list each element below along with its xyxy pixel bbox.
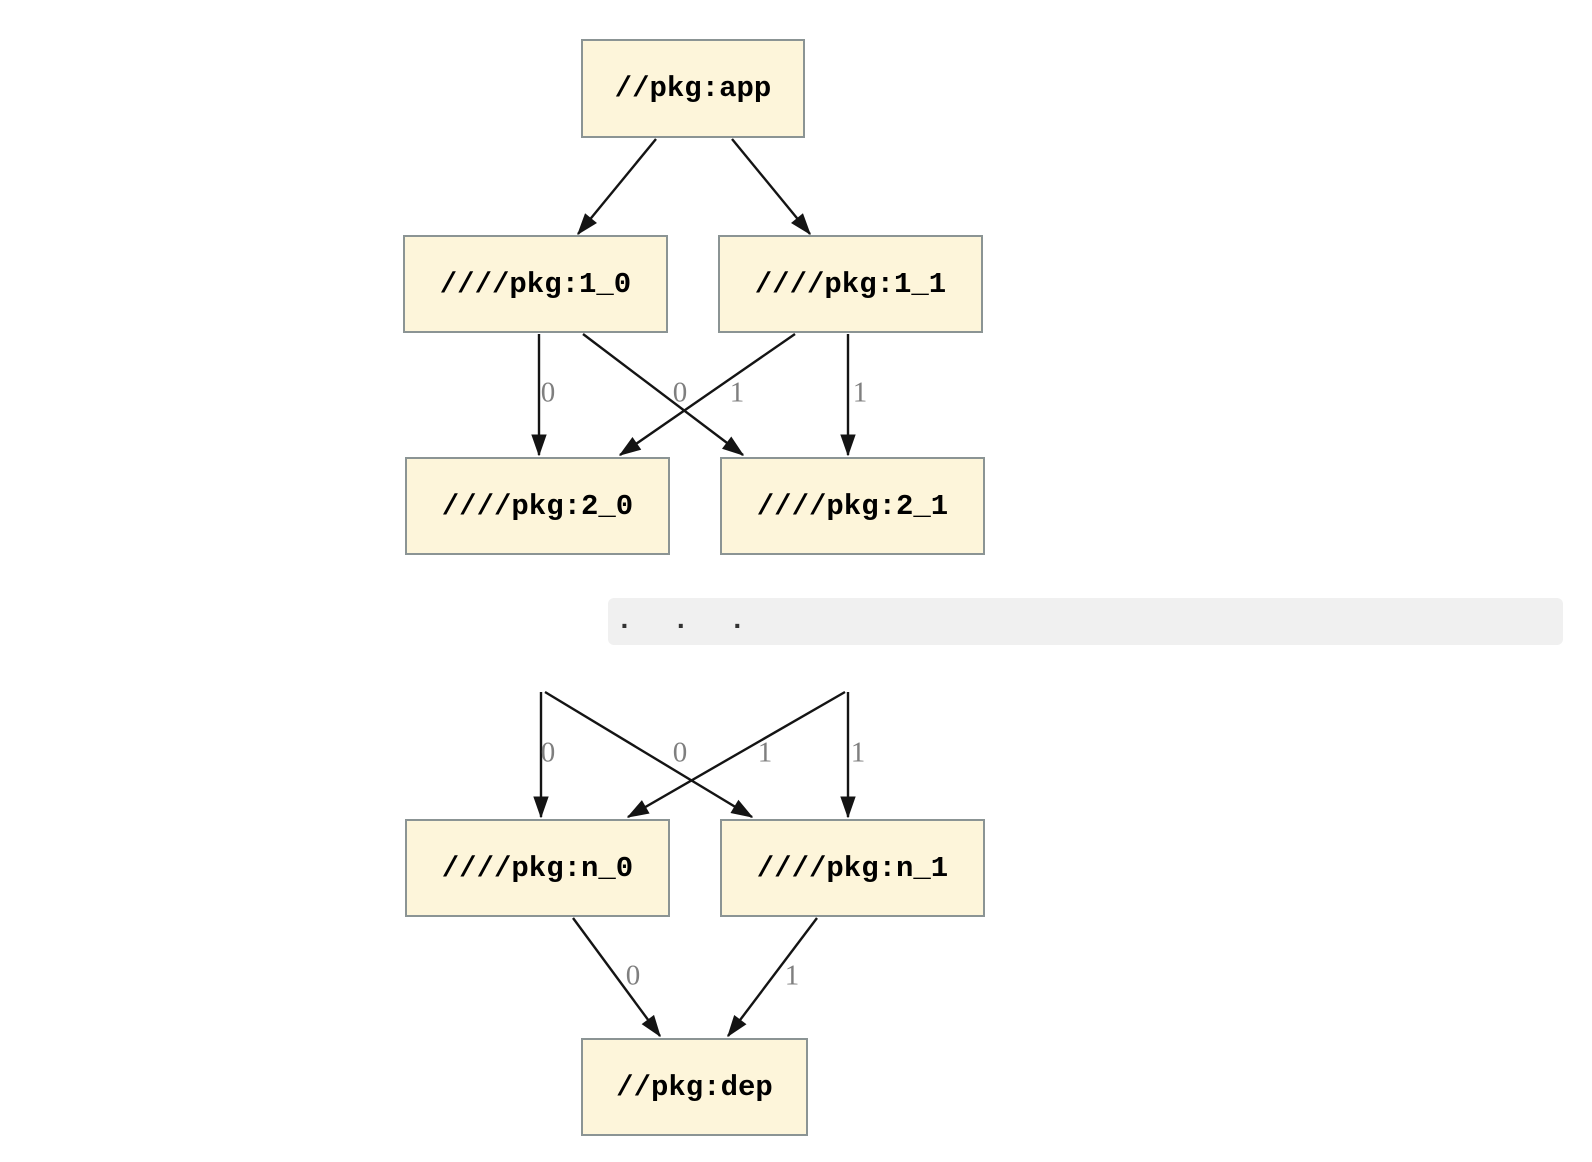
node-label: ////pkg:n_0	[441, 851, 634, 885]
edge-label-prev0-to-n-0: 0	[540, 736, 556, 769]
edge-label-prev0-to-n-1: 1	[757, 736, 773, 769]
edge-1-1-to-2-0	[620, 333, 796, 456]
edge-n-0-to-dep	[572, 917, 661, 1036]
edge-prev1-to-n-0	[628, 690, 846, 819]
node-pkg-app: //pkg:app	[581, 39, 805, 138]
ellipsis-label: . . .	[616, 606, 748, 637]
node-pkg-2-1: ////pkg:2_1	[720, 457, 985, 555]
edge-app-to-1-1	[731, 138, 810, 234]
edge-app-to-1-0	[578, 138, 657, 234]
edge-label-1-0-to-2-1: 1	[729, 376, 745, 409]
node-label: ////pkg:1_0	[439, 267, 632, 301]
node-label: ////pkg:2_0	[441, 489, 634, 523]
node-pkg-2-0: ////pkg:2_0	[405, 457, 670, 555]
node-pkg-n-0: ////pkg:n_0	[405, 819, 670, 917]
node-pkg-n-1: ////pkg:n_1	[720, 819, 985, 917]
node-pkg-1-0: ////pkg:1_0	[403, 235, 668, 333]
edge-1-0-to-2-1	[582, 333, 743, 456]
edge-label-1-1-to-2-1: 1	[852, 376, 868, 409]
edge-n-1-to-dep	[727, 917, 818, 1036]
edge-label-1-0-to-2-0: 0	[540, 376, 556, 409]
node-pkg-1-1: ////pkg:1_1	[718, 235, 983, 333]
edge-prev0-to-n-1	[544, 690, 752, 819]
edge-label-prev1-to-n-0: 0	[672, 736, 688, 769]
node-label: //pkg:dep	[616, 1070, 773, 1104]
node-label: ////pkg:1_1	[754, 267, 947, 301]
node-label: //pkg:app	[614, 72, 772, 105]
edge-label-n-0-to-dep: 0	[625, 959, 641, 992]
ellipsis-bar: . . .	[608, 598, 1563, 645]
edge-label-1-1-to-2-0: 0	[672, 376, 688, 409]
node-label: ////pkg:2_1	[756, 489, 949, 523]
edge-label-prev1-to-n-1: 1	[850, 736, 866, 769]
node-pkg-dep: //pkg:dep	[581, 1038, 808, 1136]
edge-label-n-1-to-dep: 1	[784, 959, 800, 992]
node-label: ////pkg:n_1	[756, 851, 949, 885]
